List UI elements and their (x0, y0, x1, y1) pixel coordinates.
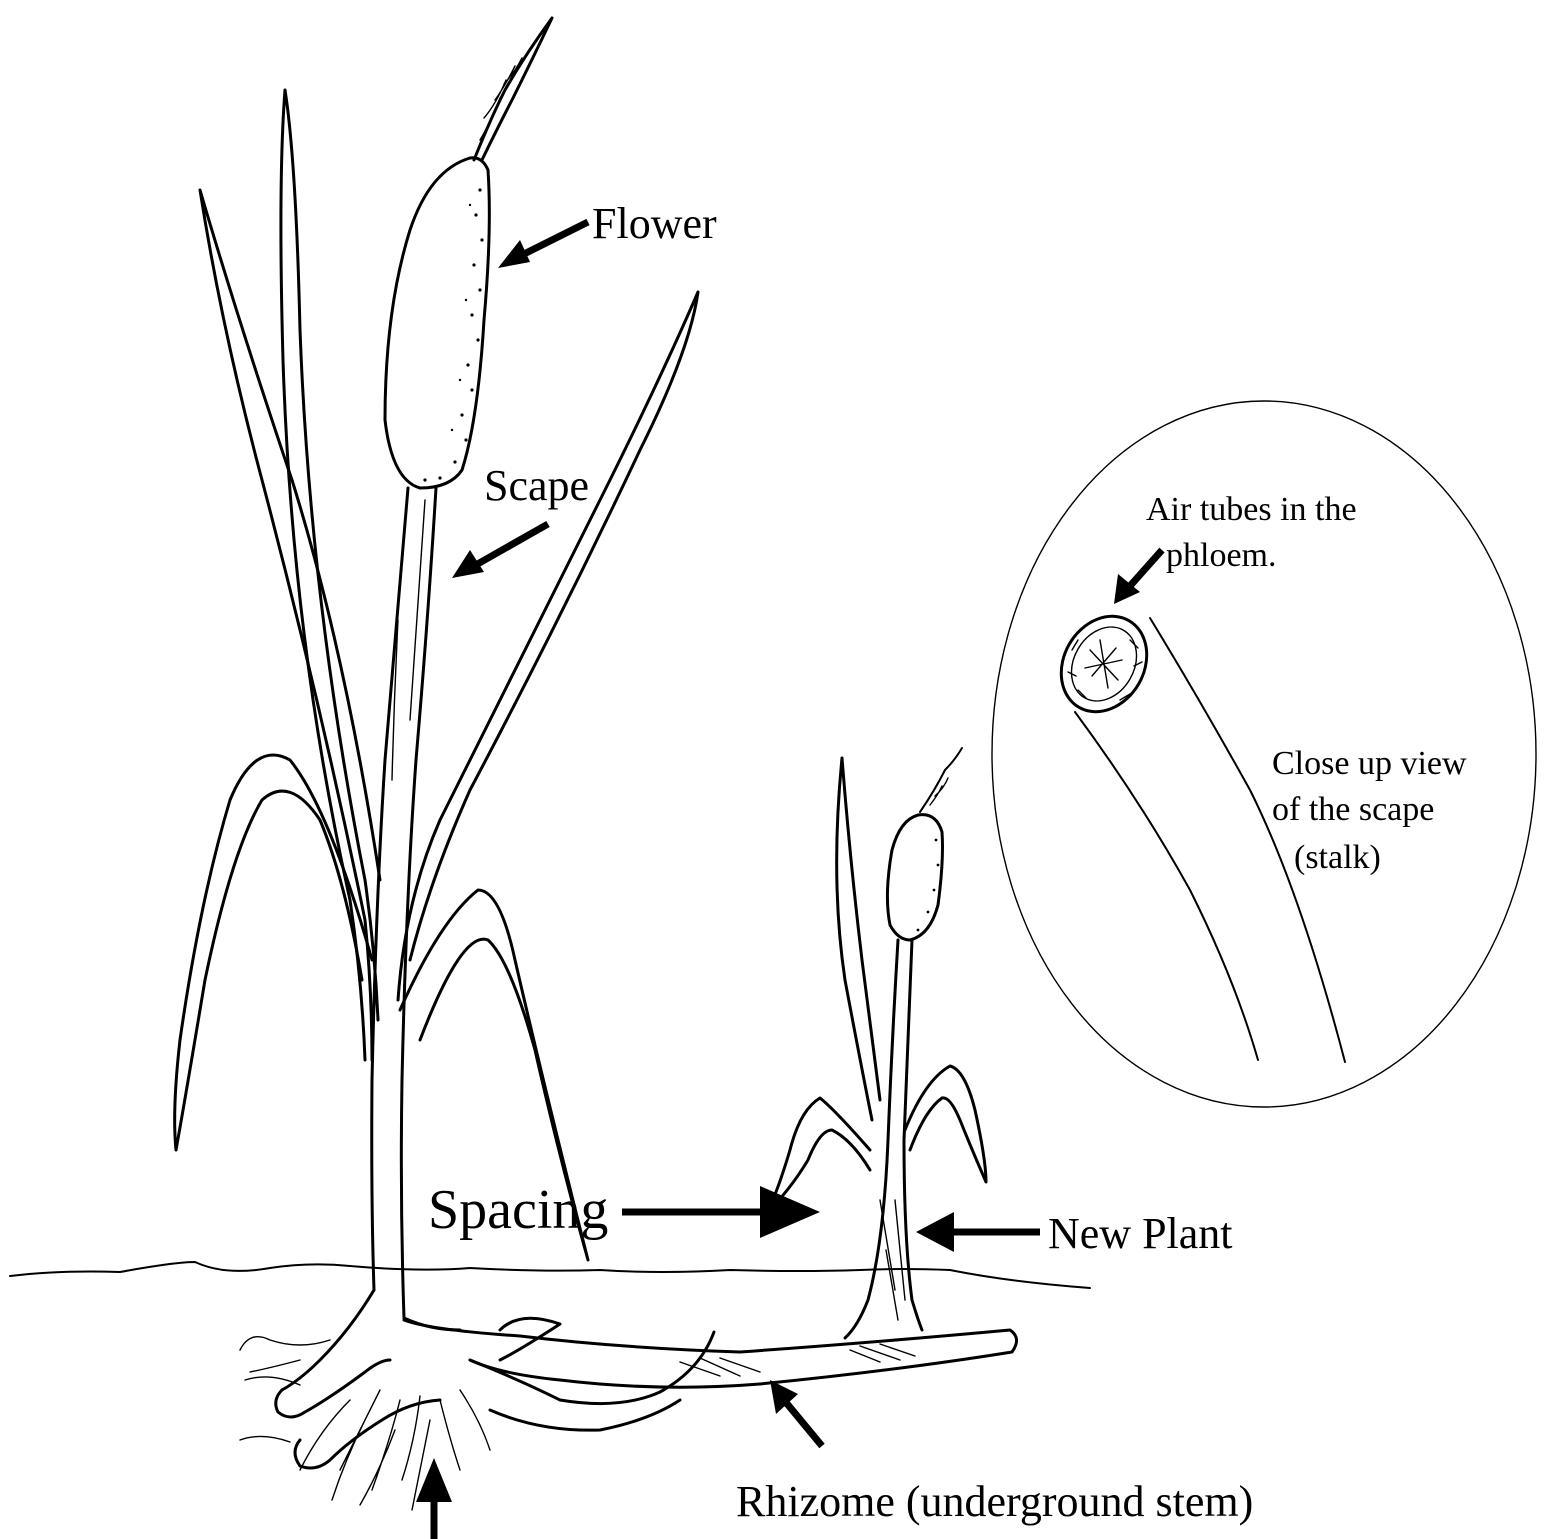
main-plant-leaf (398, 292, 698, 1000)
roots-arrow (416, 1458, 452, 1539)
scape-arrow (452, 524, 548, 578)
air-tubes-arrow (1114, 550, 1162, 604)
air-tubes-label-line2: phloem. (1166, 537, 1276, 574)
ground-line (10, 1262, 1090, 1288)
main-plant-flower-texture (423, 188, 483, 481)
rhizome-label: Rhizome (underground stem) (736, 1477, 1253, 1526)
main-plant-spike (474, 18, 552, 160)
spacing-arrow (622, 1186, 820, 1238)
air-tubes-label: Air tubes in the (1146, 491, 1357, 528)
new-plant-spike (920, 748, 962, 812)
main-plant-flower-head (385, 158, 489, 488)
new-plant-leaf (905, 1066, 986, 1182)
new-plant-scape (845, 940, 922, 1338)
spacing-label: Spacing (428, 1179, 608, 1241)
new-plant-label: New Plant (1048, 1209, 1233, 1258)
flower-label: Flower (592, 199, 717, 248)
closeup-label: Close up view (1272, 745, 1467, 782)
rhizome-arrow (770, 1380, 822, 1446)
closeup-label-line2: of the scape (1272, 791, 1434, 828)
new-plant-flower-head (887, 815, 942, 940)
rhizome-branch (282, 1290, 460, 1390)
closeup-label-line3: (stalk) (1294, 839, 1381, 876)
scape-label: Scape (484, 461, 589, 510)
new-plant-leaf (837, 758, 880, 1120)
flower-arrow (498, 222, 588, 268)
new-plant-arrow (916, 1212, 1040, 1252)
rhizome (404, 1320, 1017, 1387)
